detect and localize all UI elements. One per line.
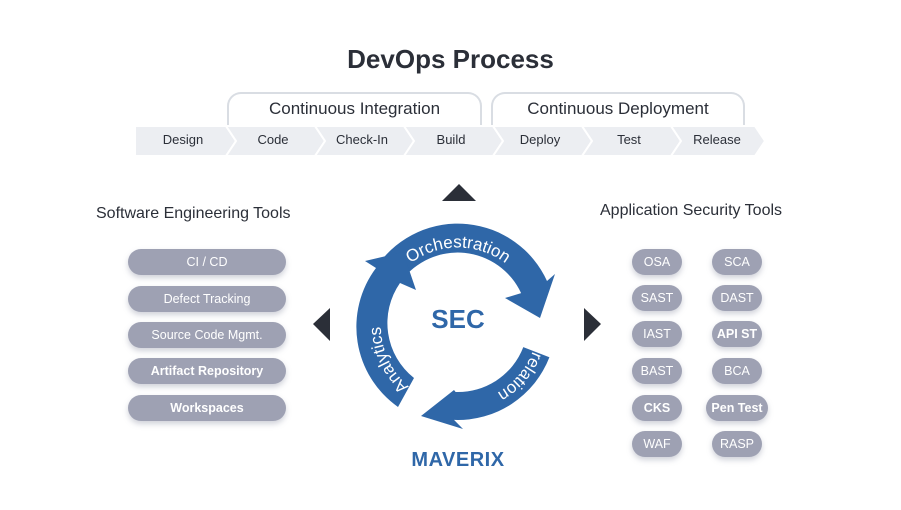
pipeline-label: Check-In (335, 132, 389, 147)
security-tool-pill: OSA (632, 249, 682, 275)
security-tool-pill: Pen Test (706, 395, 768, 421)
pipeline-label: Design (162, 132, 204, 147)
pipeline-label: Release (693, 132, 741, 147)
cd-bracket (491, 92, 745, 128)
security-tool-pill: API ST (712, 321, 762, 347)
brand-logo-text: MAVERIX (411, 449, 505, 471)
security-tool-pill: SAST (632, 285, 682, 311)
pipeline-label: Build (436, 132, 466, 147)
pipeline-label: Test (617, 132, 641, 147)
pipeline-label: Deploy (519, 132, 561, 147)
security-tool-pill: WAF (632, 431, 682, 457)
cycle-segment-correlation (421, 347, 550, 429)
cycle-segment-analytics (356, 252, 416, 407)
security-tool-pill: IAST (632, 321, 682, 347)
diagram-title: DevOps Process (347, 44, 554, 74)
security-tool-pill: CKS (632, 395, 682, 421)
cycle-center-label: SEC (431, 304, 485, 334)
ci-label: Continuous Integration (268, 99, 441, 118)
software-engineering-tools-title: Software Engineering Tools (96, 205, 291, 222)
security-tool-pill: BCA (712, 358, 762, 384)
tool-pill: Workspaces (128, 395, 286, 421)
security-tool-pill: DAST (712, 285, 762, 311)
tool-pill: Source Code Mgmt. (128, 322, 286, 348)
security-tool-pill: BAST (632, 358, 682, 384)
pipeline-step-release (669, 125, 767, 157)
security-tool-pill: RASP (712, 431, 762, 457)
cd-label: Continuous Deployment (527, 99, 709, 118)
cycle-segment-orchestration (378, 223, 555, 318)
up-arrow-icon (442, 184, 476, 201)
tool-pill: Artifact Repository (128, 358, 286, 384)
tool-pill: Defect Tracking (128, 286, 286, 312)
ci-bracket (227, 92, 482, 128)
pipeline-label: Code (257, 132, 289, 147)
right-arrow-icon (584, 308, 601, 341)
security-tool-pill: SCA (712, 249, 762, 275)
tool-pill: CI / CD (128, 249, 286, 275)
left-arrow-icon (313, 308, 330, 341)
application-security-tools-title: Application Security Tools (600, 202, 783, 219)
